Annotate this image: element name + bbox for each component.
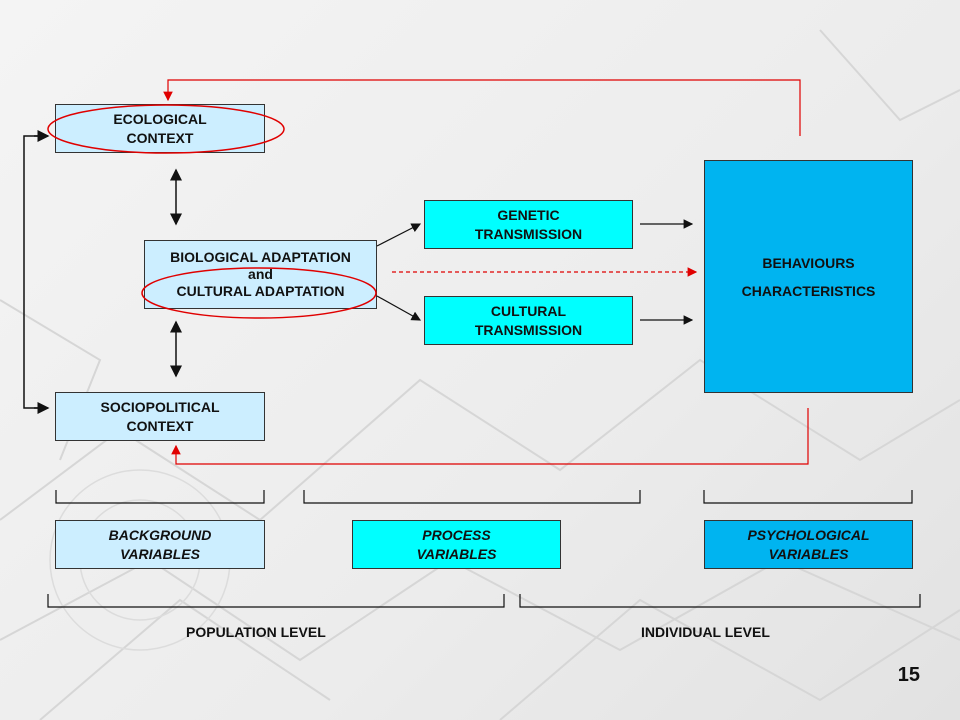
background-bracket (55, 490, 265, 504)
adaptation-line3: CULTURAL ADAPTATION (176, 283, 345, 299)
psychological-bracket (703, 490, 913, 504)
process-line2: VARIABLES (416, 545, 497, 562)
context-link-line (23, 135, 46, 409)
process-bracket (303, 490, 641, 504)
adaptation-highlight-ellipse (141, 267, 377, 319)
top-feedback-line (163, 79, 801, 136)
background-variables-box: BACKGROUND VARIABLES (55, 520, 265, 569)
to-genetic-arrow (376, 223, 422, 247)
cultural-line2: TRANSMISSION (474, 321, 583, 338)
background-line1: BACKGROUND (108, 526, 212, 543)
individual-bracket (519, 594, 921, 608)
page-number: 15 (897, 664, 920, 686)
population-bracket (47, 594, 505, 608)
genetic-transmission-box: GENETIC TRANSMISSION (424, 200, 633, 249)
adaptation-line1: BIOLOGICAL ADAPTATION (170, 249, 351, 265)
sociopolitical-line1: SOCIOPOLITICAL (100, 398, 220, 415)
psychological-line2: VARIABLES (768, 545, 849, 562)
process-variables-box: PROCESS VARIABLES (352, 520, 561, 569)
behaviours-line2: CHARACTERISTICS (741, 282, 876, 299)
ecological-highlight-ellipse (47, 104, 285, 154)
to-cultural-arrow (376, 295, 422, 321)
bottom-feedback-line (171, 408, 809, 465)
ecological-line1: ECOLOGICAL (113, 110, 207, 127)
cultural-line1: CULTURAL (490, 302, 567, 319)
genetic-line2: TRANSMISSION (474, 225, 583, 242)
individual-level-label: INDIVIDUAL LEVEL (641, 624, 770, 640)
ecological-line2: CONTEXT (126, 129, 194, 146)
behaviours-line1: BEHAVIOURS (762, 254, 855, 271)
psychological-line1: PSYCHOLOGICAL (747, 526, 870, 543)
behaviours-box: BEHAVIOURS CHARACTERISTICS (704, 160, 913, 393)
process-line1: PROCESS (422, 526, 491, 543)
genetic-line1: GENETIC (497, 206, 560, 223)
cultural-transmission-box: CULTURAL TRANSMISSION (424, 296, 633, 345)
adaptation-line2: and (248, 266, 273, 282)
sociopolitical-context-box: SOCIOPOLITICAL CONTEXT (55, 392, 265, 441)
population-level-label: POPULATION LEVEL (186, 624, 326, 640)
sociopolitical-line2: CONTEXT (126, 417, 194, 434)
psychological-variables-box: PSYCHOLOGICAL VARIABLES (704, 520, 913, 569)
background-line2: VARIABLES (120, 545, 200, 562)
